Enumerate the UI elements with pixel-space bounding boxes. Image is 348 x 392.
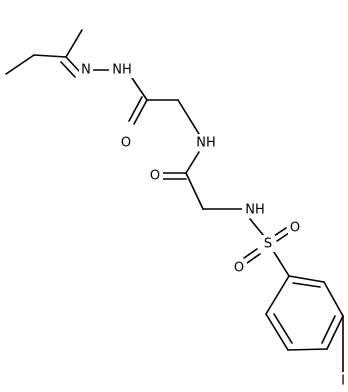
atom-labels: NH N O NH O NH S O O I [79,61,348,389]
ring-bond-6 [265,275,290,315]
bond-carbonyl1-double-b [128,96,143,122]
bond-c-n-double-a [65,56,81,73]
bond-carbonyl1-double-a [133,99,148,125]
ring-bond-1 [288,275,325,283]
ring-inner-bond-2 [321,315,336,344]
ring-bond-4 [287,348,328,351]
atom-iodine: I [341,374,345,389]
bond-nh-carbonyl [131,77,148,101]
bond-nh-s [249,218,265,237]
bond-c-n-double-b [60,61,76,78]
atom-nh-amide: NH [196,136,216,151]
bond-ethyl-ch2 [33,54,67,58]
bond-ch2-nh [177,99,200,135]
ring-inner-bond-3 [273,313,293,344]
bond-s-o-left-a [243,248,258,259]
atom-o-sulfonyl-right: O [290,221,300,236]
ring-bond-2 [323,281,344,317]
atom-nh-sulfonamide: NH [245,203,265,218]
bond-s-aryl [273,251,290,277]
atom-s: S [264,237,272,252]
bond-ethyl-ch3 [5,54,35,75]
bond-s-o-right-b [276,232,290,242]
atom-o-amide: O [150,169,160,184]
atom-o-sulfonyl-left: O [234,261,244,276]
bond-methyl [65,29,83,58]
ring-bond-3 [326,315,344,350]
ring-inner-bond-1 [292,282,321,288]
bond-carbonyl2-ch2 [185,172,204,210]
atom-nh-hydrazide: NH [112,63,132,78]
ring-bond-5 [265,313,289,351]
bond-lines [5,29,344,373]
bond-s-o-right-a [273,227,287,237]
atom-o-hydrazide: O [121,136,131,151]
bond-s-o-left-b [246,253,261,264]
bond-nh-carbonyl2 [185,151,200,174]
atom-n-imine: N [81,63,91,78]
